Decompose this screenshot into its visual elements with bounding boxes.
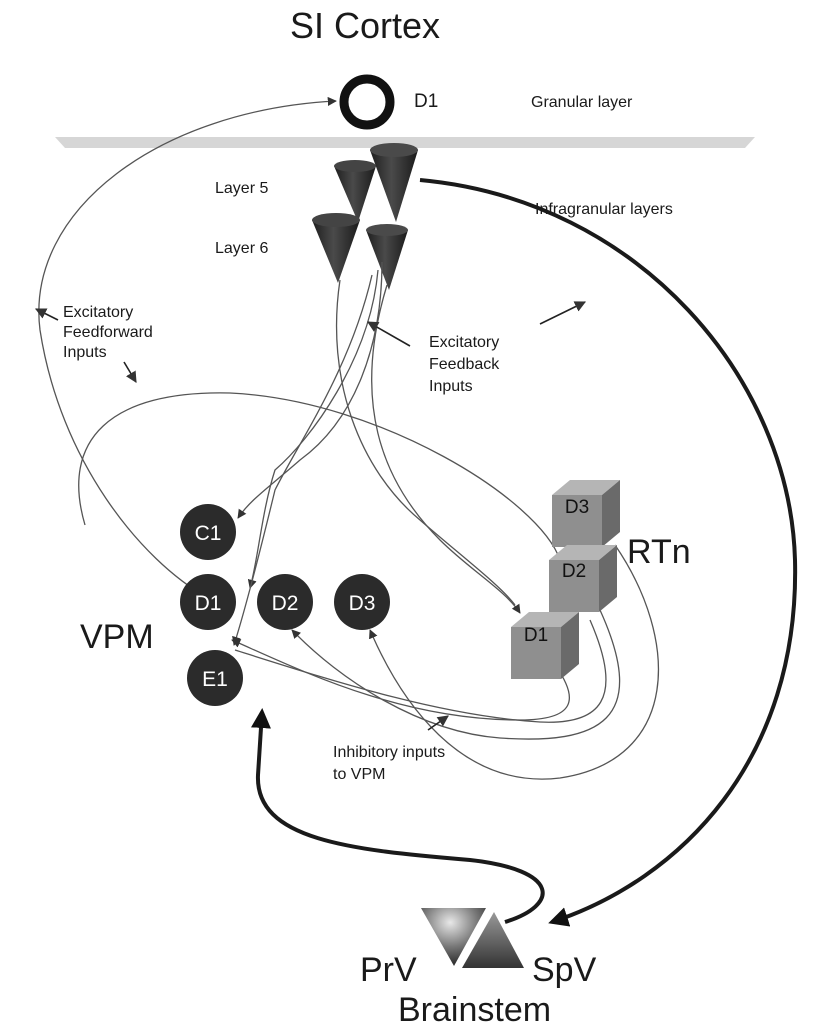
cortex-d1-label: D1 (414, 91, 438, 112)
rtn-cube-d1: D1 (511, 612, 579, 679)
pyramidal-cone (370, 150, 418, 222)
inhibitory-label-1: Inhibitory inputs (333, 744, 445, 761)
layer6-label: Layer 6 (215, 240, 268, 257)
prv-label: PrV (360, 951, 417, 989)
diagram-title: SI Cortex (290, 5, 440, 46)
vpm-node-c1-label: C1 (195, 522, 222, 545)
spv-label: SpV (532, 951, 597, 989)
vpm-label: VPM (80, 618, 154, 656)
pyramidal-cone (366, 230, 408, 290)
feedforward-pointer-2 (124, 362, 136, 382)
rtn-label: RTn (627, 533, 691, 571)
vpm-node-d2-label: D2 (272, 592, 299, 615)
layer6-neurons (312, 213, 408, 290)
feedback-fiber-to-rtn-2 (337, 280, 515, 605)
granular-layer-label: Granular layer (531, 94, 633, 111)
feedforward-fiber-loop (79, 393, 560, 560)
layer5-label: Layer 5 (215, 180, 268, 197)
rtn-cube-d2: D2 (549, 545, 617, 612)
feedforward-label-1: Excitatory (63, 304, 133, 321)
vpm-node-d3: D3 (334, 574, 390, 630)
layer5-neurons (334, 143, 418, 222)
feedback-label-3: Inputs (429, 378, 473, 395)
rtn-cube-d2-label: D2 (562, 561, 586, 582)
vpm-node-e1-label: E1 (202, 668, 228, 691)
vpm-node-d1-label: D1 (195, 592, 222, 615)
feedback-label-1: Excitatory (429, 334, 499, 351)
rtn-cube-d3: D3 (552, 480, 620, 547)
inhibitory-label-2: to VPM (333, 766, 385, 783)
rtn-cube-d1-label: D1 (524, 625, 548, 646)
vpm-node-d3-label: D3 (349, 592, 376, 615)
vpm-node-c1: C1 (180, 504, 236, 560)
feedback-label-2: Feedback (429, 356, 500, 373)
feedforward-label-3: Inputs (63, 344, 107, 361)
vpm-node-d1: D1 (180, 574, 236, 630)
infragranular-pointer (540, 302, 585, 324)
feedforward-label-2: Feedforward (63, 324, 153, 341)
rtn-cube-d3-label: D3 (565, 497, 589, 518)
brainstem-label: Brainstem (398, 991, 551, 1026)
feedback-fiber-to-d1 (250, 270, 378, 588)
cortex-d1-ring (344, 79, 390, 125)
vpm-node-e1: E1 (187, 650, 243, 706)
vpm-node-d2: D2 (257, 574, 313, 630)
pyramidal-cone (312, 220, 360, 283)
feedback-fiber-to-c1 (238, 262, 382, 518)
